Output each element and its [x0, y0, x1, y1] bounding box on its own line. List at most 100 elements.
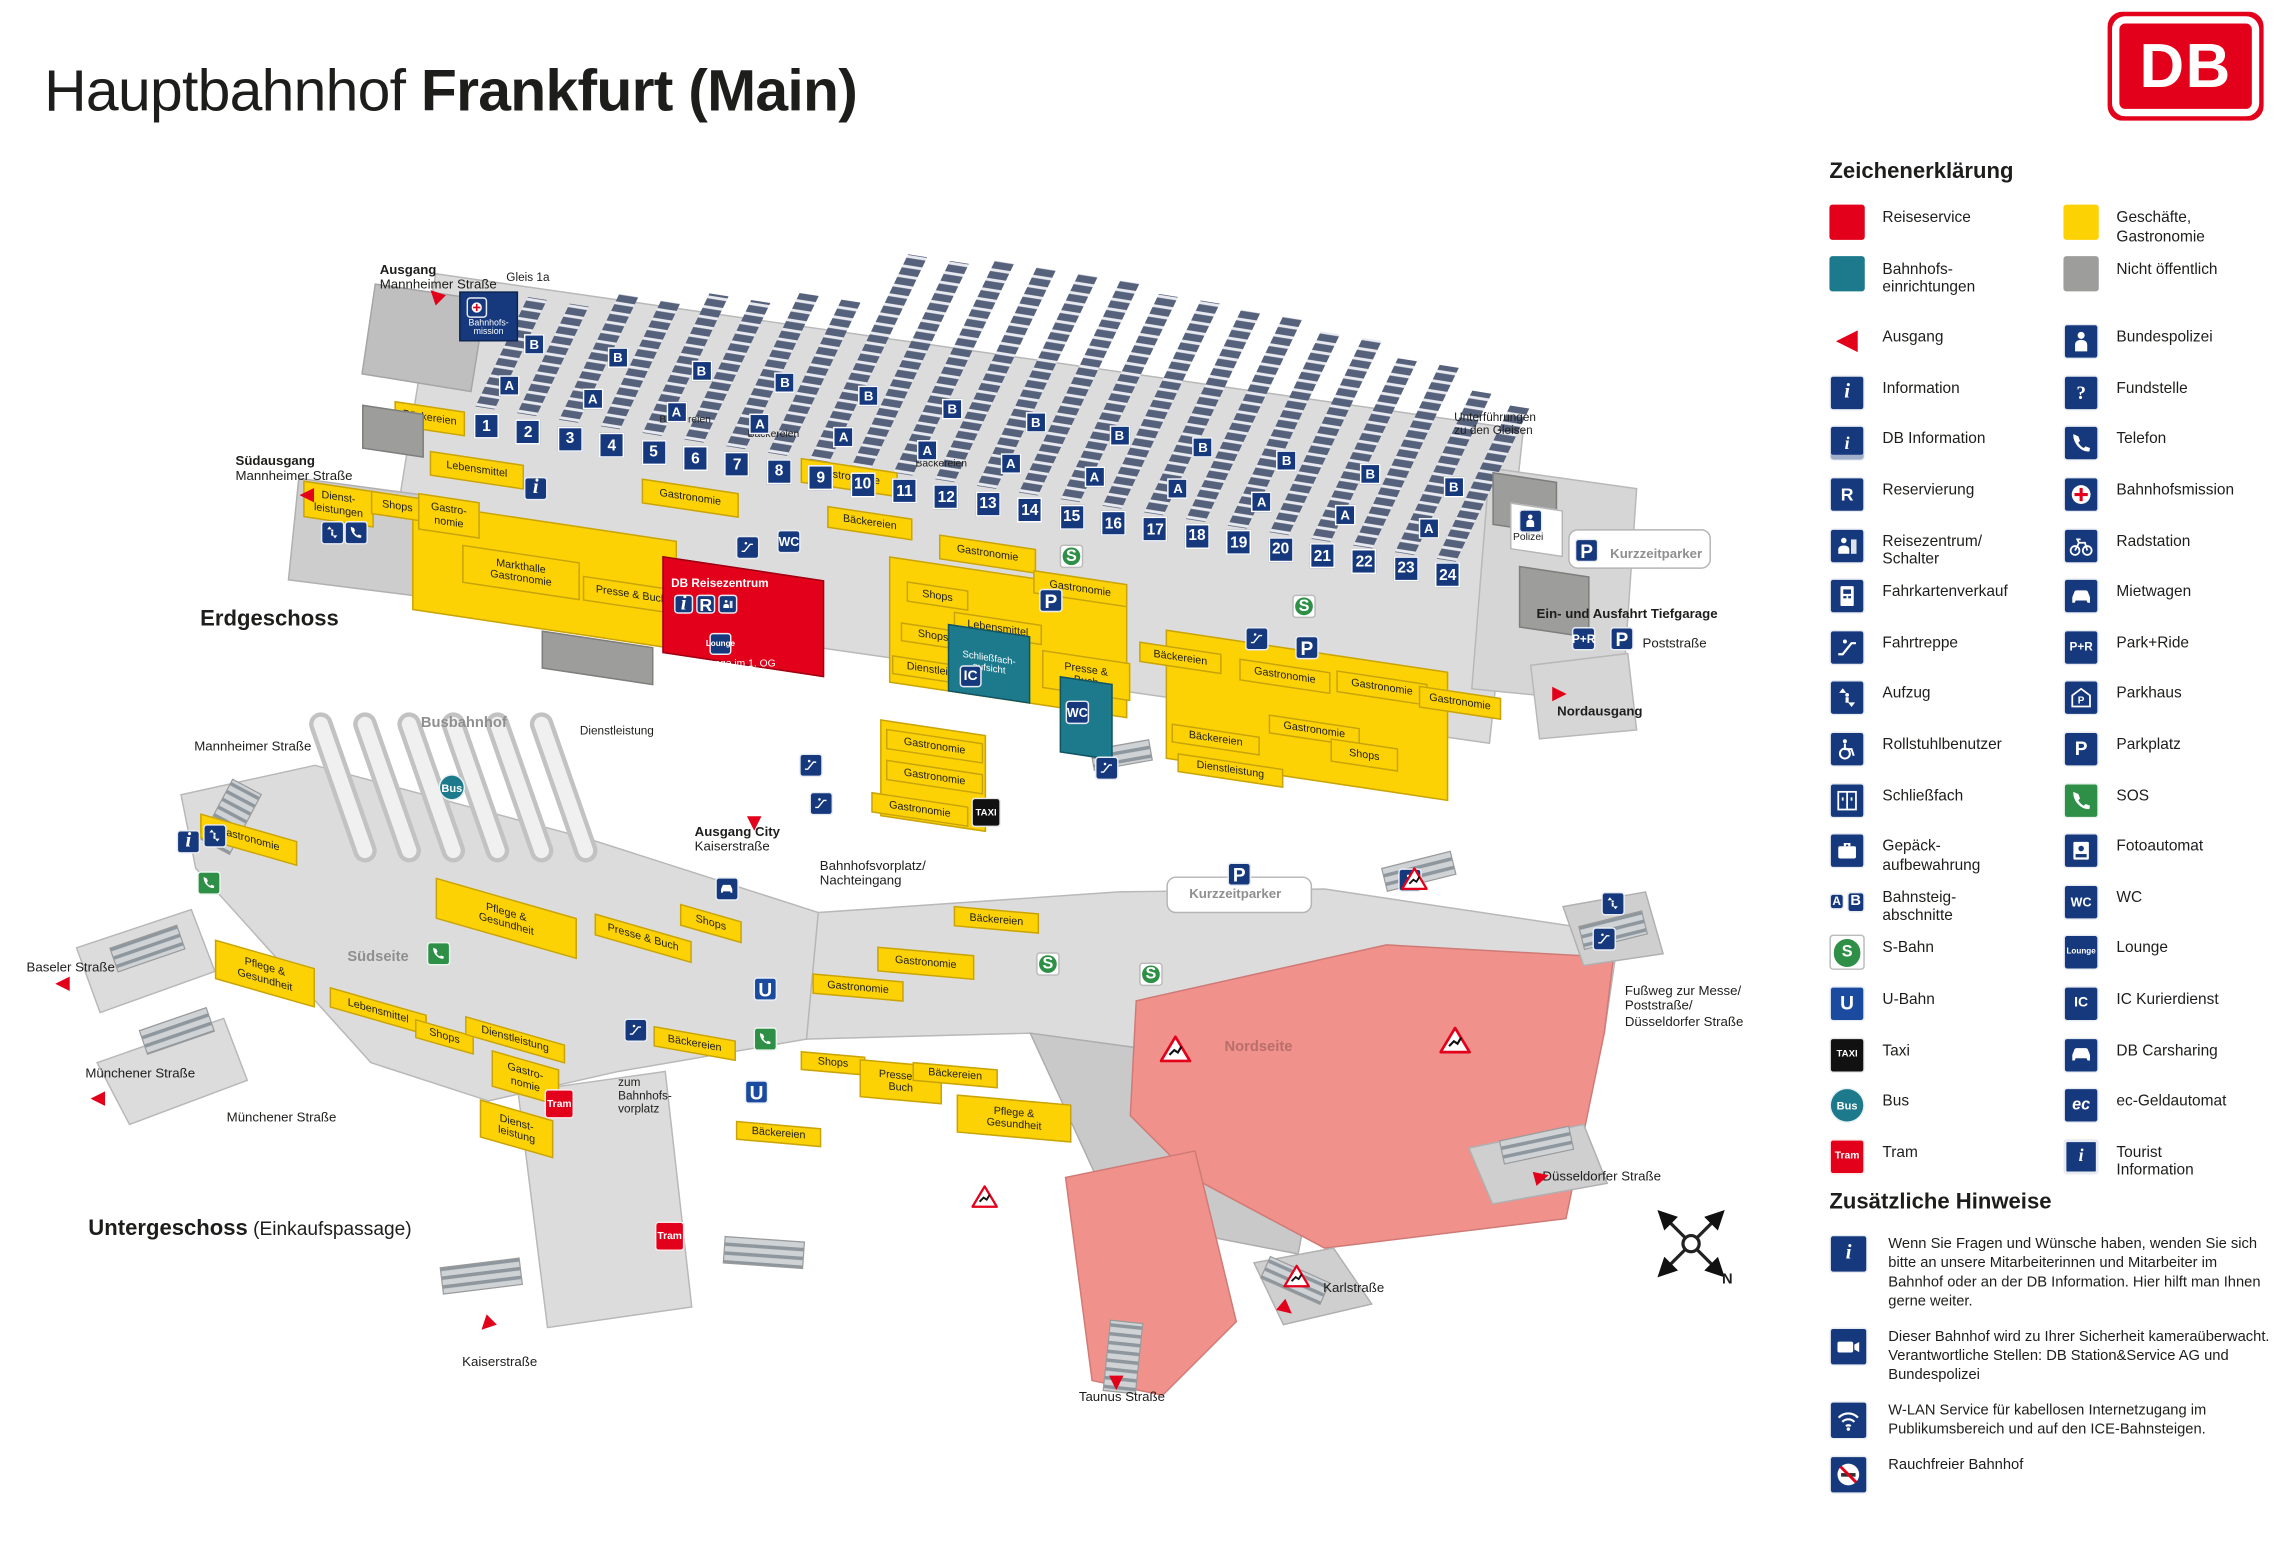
- notes-title: Zusätzliche Hinweise: [1829, 1189, 2052, 1215]
- legend-item-mietwagen: Mietwagen: [2063, 578, 2296, 630]
- platform-section-B: B: [1276, 450, 1297, 472]
- legend-item-label: Fahrkartenverkauf: [1882, 583, 2008, 601]
- platform-section-B: B: [523, 334, 545, 355]
- track-15: [1060, 293, 1178, 503]
- legend-item-label: Reservierung: [1882, 481, 1975, 499]
- ic-icon: IC: [2063, 985, 2099, 1022]
- platform-number-14: 14: [1017, 497, 1043, 523]
- p-icon: P: [1227, 862, 1252, 887]
- exit-arrow-icon: [1829, 324, 1864, 359]
- ubahn-icon: U: [744, 1080, 769, 1104]
- map-label: Düsseldorfer Straße: [1542, 1168, 1661, 1184]
- construction-icon: [1280, 1260, 1312, 1292]
- platform-section-A: A: [833, 427, 854, 448]
- map-label: Nordseite: [1224, 1039, 1293, 1056]
- platform-number-18: 18: [1184, 523, 1210, 549]
- legend-item-ausgang: Ausgang: [1829, 324, 2063, 375]
- sbahn-icon: S: [1059, 544, 1084, 569]
- police-icon: [1518, 509, 1543, 533]
- map-label: Südausgang: [235, 453, 315, 469]
- platform-section-A: A: [1000, 453, 1022, 474]
- building-shops: Shops: [800, 1050, 866, 1076]
- sbahn-icon: S: [1139, 962, 1163, 987]
- map-label: Nordausgang: [1557, 703, 1643, 719]
- elevator-icon: [1601, 891, 1625, 916]
- legend-item-reiseservice: Reiseservice: [1829, 204, 2063, 256]
- elevator-icon: [320, 521, 345, 545]
- legend-item-label: Information: [1882, 379, 1960, 398]
- track-7: [726, 292, 819, 450]
- map-label: Ausgang City: [694, 824, 781, 839]
- construction-icon: [1157, 1030, 1195, 1068]
- platform-section-A: A: [1167, 478, 1189, 500]
- building-presse-buch: Presse & Buch: [594, 913, 692, 964]
- p-icon: P: [1610, 626, 1634, 651]
- exit-icon: [50, 971, 74, 995]
- phone-icon: [2063, 425, 2099, 462]
- track-6: [684, 300, 771, 443]
- map-label: Mannheimer Straße: [194, 738, 312, 754]
- sbahn-icon: S: [1829, 935, 1865, 971]
- track-13: [976, 273, 1098, 489]
- map-label: Gleis 1a: [506, 270, 550, 285]
- exit-icon: [1104, 1372, 1128, 1396]
- reservation-icon: R: [696, 594, 716, 614]
- wlan-icon: [1829, 1401, 1868, 1440]
- platform-section-A: A: [916, 440, 938, 461]
- carsharing-icon: [715, 877, 739, 901]
- map-label: Kurzzeitparker: [1610, 546, 1703, 561]
- elevator-icon: [203, 824, 227, 848]
- legend-item-label: Bahnhofsmission: [2116, 481, 2235, 499]
- sbahn-icon: S: [1036, 952, 1060, 976]
- legend-item-bahnhofsmission: Bahnhofsmission: [2063, 476, 2296, 528]
- platform-section-A: A: [1251, 491, 1272, 513]
- platform-section-B: B: [1109, 424, 1130, 446]
- track-21: [1311, 358, 1417, 542]
- info-icon: i: [1829, 1235, 1868, 1274]
- reservation-icon: R: [1829, 476, 1865, 513]
- map-label: Bäckereien: [915, 459, 968, 470]
- map-label: Dienstleistung: [579, 724, 654, 738]
- platform-number-21: 21: [1309, 543, 1335, 569]
- compass-icon: [1657, 1210, 1725, 1278]
- map-label: Mannheimer Straße: [379, 276, 497, 292]
- platform-number-10: 10: [850, 471, 876, 497]
- db-info-icon: i: [1829, 425, 1865, 462]
- map-label: Polizei: [1513, 532, 1544, 544]
- track-field: [475, 254, 1530, 562]
- legend-item-telefon: Telefon: [2063, 425, 2296, 477]
- bus-icon: Bus: [1829, 1087, 1865, 1124]
- bike-icon: [2063, 527, 2099, 564]
- taxi-icon: TAXI: [971, 797, 1001, 828]
- swatch-yellow-icon: [2063, 204, 2099, 240]
- platform-number-15: 15: [1059, 504, 1085, 530]
- platform-number-4: 4: [599, 432, 625, 459]
- track-8: [767, 299, 861, 456]
- map-label: Untergeschoss: [88, 1215, 248, 1241]
- page-title-prefix: Hauptbahnhof: [44, 58, 421, 124]
- tram-icon: Tram: [654, 1221, 685, 1252]
- escalator-icon: [1245, 626, 1269, 651]
- track-5: [642, 293, 729, 436]
- building-gastronomie: Gastronomie: [641, 478, 739, 518]
- north-exit-stub: [1529, 652, 1638, 740]
- info-icon: i: [176, 830, 201, 854]
- legend-item-label: Reisezentrum/ Schalter: [1882, 532, 1983, 569]
- tourist-info-icon: i: [2063, 1138, 2099, 1175]
- legend-item-label: SOS: [2116, 786, 2150, 805]
- platform-number-11: 11: [891, 478, 917, 504]
- platform-section-B: B: [691, 359, 712, 381]
- legend-item-radstation: Radstation: [2063, 527, 2296, 579]
- platform-number-13: 13: [975, 491, 1001, 517]
- escalator-icon: [624, 1018, 648, 1043]
- mission-icon: [2063, 476, 2099, 513]
- platform-number-17: 17: [1142, 517, 1168, 543]
- note-rauchfrei: Rauchfreier Bahnhof: [1829, 1456, 2296, 1495]
